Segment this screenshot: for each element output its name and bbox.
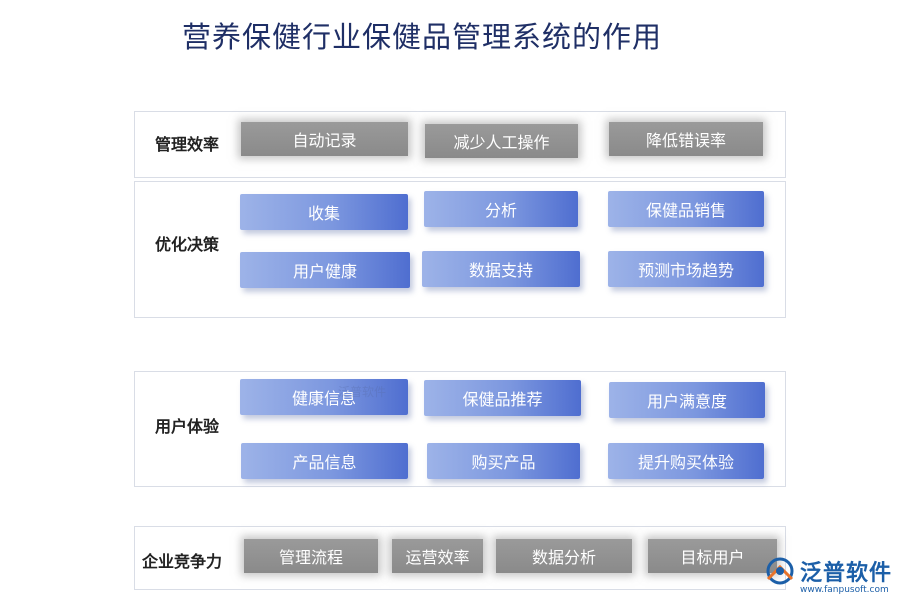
brand-logo: 泛普软件 <box>762 553 892 589</box>
item-health-info[interactable]: 健康信息 <box>240 379 408 415</box>
item-target-users[interactable]: 目标用户 <box>648 539 777 573</box>
item-management-process[interactable]: 管理流程 <box>244 539 378 573</box>
item-reduce-manual[interactable]: 减少人工操作 <box>425 124 578 158</box>
item-forecast-market[interactable]: 预测市场趋势 <box>608 251 764 287</box>
item-product-sales[interactable]: 保健品销售 <box>608 191 764 227</box>
item-buy-product[interactable]: 购买产品 <box>427 443 580 479</box>
item-product-recommend[interactable]: 保健品推荐 <box>424 380 581 416</box>
item-auto-record[interactable]: 自动记录 <box>241 122 408 156</box>
logo-url: www.fanpusoft.com <box>800 585 889 595</box>
item-user-satisfaction[interactable]: 用户满意度 <box>609 382 765 418</box>
item-user-health[interactable]: 用户健康 <box>240 252 410 288</box>
item-collect[interactable]: 收集 <box>240 194 408 230</box>
section-label-user-experience: 用户体验 <box>155 417 220 436</box>
item-operation-efficiency[interactable]: 运营效率 <box>392 539 483 573</box>
item-improve-buying[interactable]: 提升购买体验 <box>608 443 764 479</box>
section-label-management-efficiency: 管理效率 <box>155 135 220 154</box>
item-product-info[interactable]: 产品信息 <box>241 443 408 479</box>
item-data-analysis[interactable]: 数据分析 <box>496 539 632 573</box>
item-analyze[interactable]: 分析 <box>424 191 578 227</box>
section-label-competitiveness: 企业竞争力 <box>142 552 223 571</box>
page-title: 营养保健行业保健品管理系统的作用 <box>182 20 663 54</box>
fanpu-logo-icon <box>766 557 794 585</box>
item-data-support[interactable]: 数据支持 <box>422 251 580 287</box>
item-lower-error-rate[interactable]: 降低错误率 <box>609 122 763 156</box>
watermark: 泛普软件 <box>338 385 387 399</box>
logo-name: 泛普软件 <box>800 561 893 586</box>
section-label-optimize-decision: 优化决策 <box>155 235 220 254</box>
